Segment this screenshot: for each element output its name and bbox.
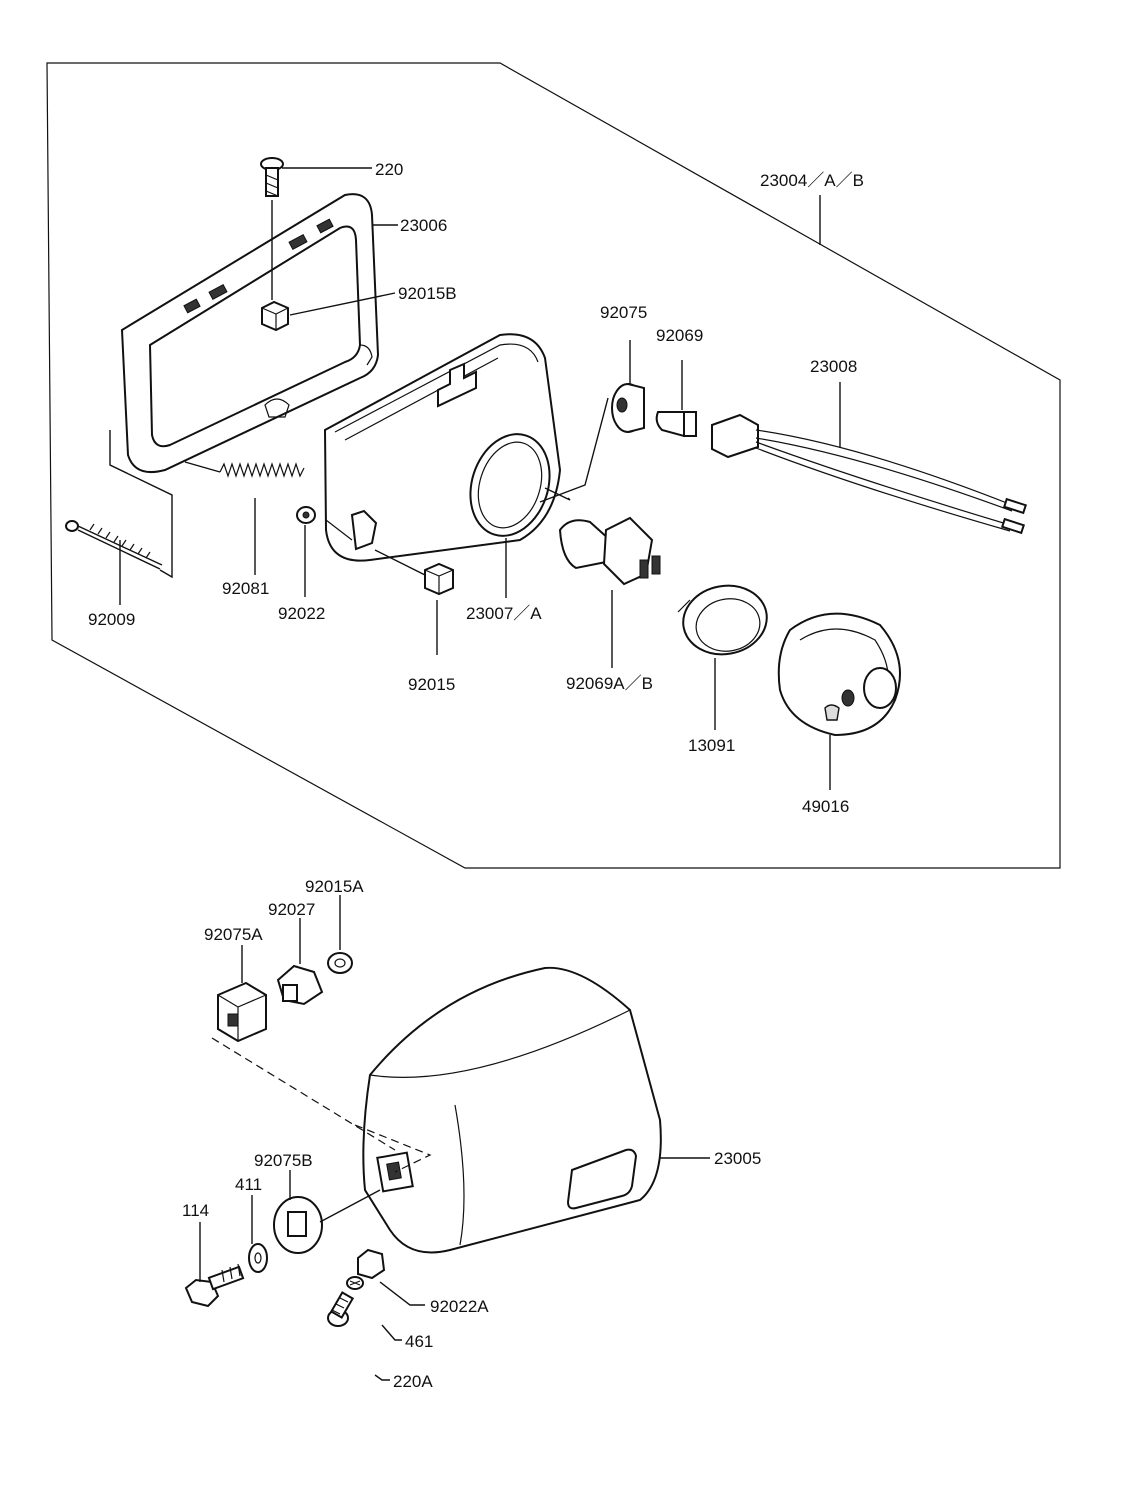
label-23005: 23005 [714,1149,761,1168]
label-23007: 23007／A [466,604,542,623]
bulb-92069 [655,411,697,438]
headlight-rim [120,193,380,474]
label-92075: 92075 [600,303,647,322]
label-92069: 92069 [656,326,703,345]
collar-92027 [276,964,324,1006]
collar-92022A [357,1248,386,1280]
washer-411 [248,1243,268,1273]
grommet-92075B [273,1196,323,1254]
socket-92075 [611,383,645,433]
nut-92015B [261,300,289,332]
bulb-92069AB [558,516,661,586]
label-92075A: 92075A [204,925,263,944]
label-92075B: 92075B [254,1151,313,1170]
bracket-92075A [217,981,267,1043]
label-461: 461 [405,1332,433,1351]
label-92069AB: 92069A／B [566,674,653,693]
label-92022A: 92022A [430,1297,489,1316]
label-23008: 23008 [810,357,857,376]
label-114: 114 [182,1201,209,1220]
headlight-housing-23005 [362,966,662,1254]
label-92015A: 92015A [305,877,364,896]
dust-cover-49016 [777,612,901,737]
label-13091: 13091 [688,736,735,755]
label-220: 220 [375,160,403,179]
label-23006: 23006 [400,216,447,235]
screw-92009 [65,520,163,570]
label-92081: 92081 [222,579,269,598]
label-49016: 49016 [802,797,849,816]
screw-220A [327,1291,355,1327]
nut-92015A [327,952,353,974]
wiring-23008 [711,413,1028,535]
spring-92081 [219,462,305,478]
label-220A: 220A [393,1372,433,1391]
nut-92015 [424,562,454,596]
headlight-unit [323,333,562,562]
label-411: 411 [235,1175,262,1194]
retaining-ring-13091 [677,584,768,656]
label-92027: 92027 [268,900,315,919]
label-92015B: 92015B [398,284,457,303]
label-23004: 23004／A／B [760,171,864,190]
assembly-boundary [46,62,1061,869]
label-92015: 92015 [408,675,455,694]
label-92009: 92009 [88,610,135,629]
label-92022: 92022 [278,604,325,623]
bolt-114 [184,1263,245,1308]
screw-220 [260,157,284,197]
